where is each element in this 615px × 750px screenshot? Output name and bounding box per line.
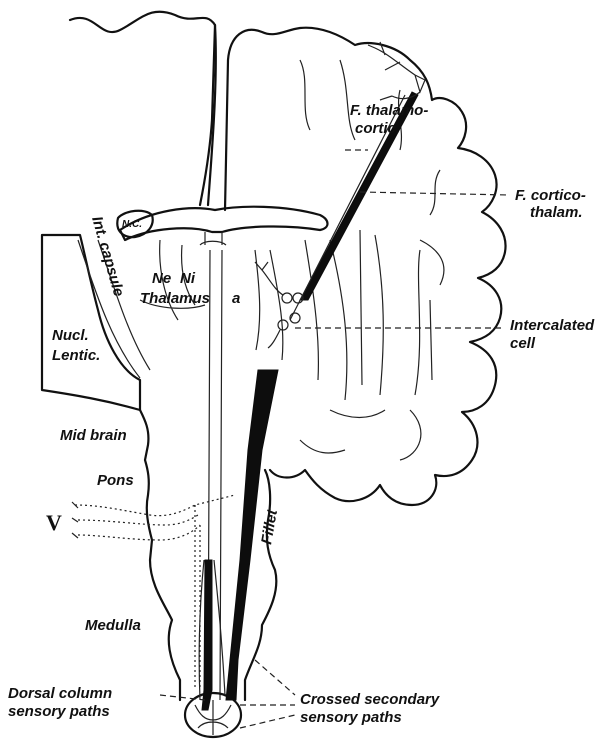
label-ni: Ni bbox=[180, 270, 196, 287]
brainstem-outline bbox=[140, 410, 180, 700]
label-f-thalamo-2: cortic. bbox=[355, 120, 400, 137]
label-pons: Pons bbox=[97, 472, 134, 489]
dorsal-column-tract bbox=[202, 560, 212, 710]
grey-matter-butterfly bbox=[195, 700, 231, 735]
label-alpha: a bbox=[232, 290, 240, 307]
label-thalamus: Thalamus bbox=[140, 290, 210, 307]
lenticular-nucleus-outline bbox=[42, 235, 140, 410]
label-ne: Ne bbox=[152, 270, 171, 287]
label-fillet: Fillet bbox=[258, 507, 281, 545]
label-f-thalamo-1: F. thalamo- bbox=[350, 102, 428, 119]
label-dorsal-1: Dorsal column bbox=[8, 685, 112, 702]
label-dorsal-2: sensory paths bbox=[8, 703, 110, 720]
leader-crossed-1 bbox=[255, 660, 295, 695]
trigeminal-endings bbox=[72, 502, 78, 538]
label-nc: N.C. bbox=[122, 219, 142, 230]
label-medulla: Medulla bbox=[85, 617, 141, 634]
label-mid-brain: Mid brain bbox=[60, 427, 127, 444]
corpus-callosum bbox=[120, 207, 328, 240]
label-v: V bbox=[46, 510, 62, 535]
label-f-cortico-1: F. cortico- bbox=[515, 187, 586, 204]
label-lentic: Lentic. bbox=[52, 347, 100, 364]
left-hemisphere-outline bbox=[70, 12, 215, 205]
label-crossed-1: Crossed secondary bbox=[300, 691, 440, 708]
label-intercalated-2: cell bbox=[510, 335, 536, 352]
thalamic-cell-1 bbox=[282, 293, 292, 303]
leader-crossed-3 bbox=[240, 715, 295, 728]
right-hemisphere-cortex bbox=[225, 28, 506, 505]
label-crossed-2: sensory paths bbox=[300, 709, 402, 726]
label-intercalated-1: Intercalated bbox=[510, 317, 595, 334]
intercalated-cell bbox=[278, 320, 288, 330]
ventricle-midline bbox=[200, 232, 226, 245]
label-f-cortico-2: thalam. bbox=[530, 204, 583, 221]
label-nucl: Nucl. bbox=[52, 327, 89, 344]
